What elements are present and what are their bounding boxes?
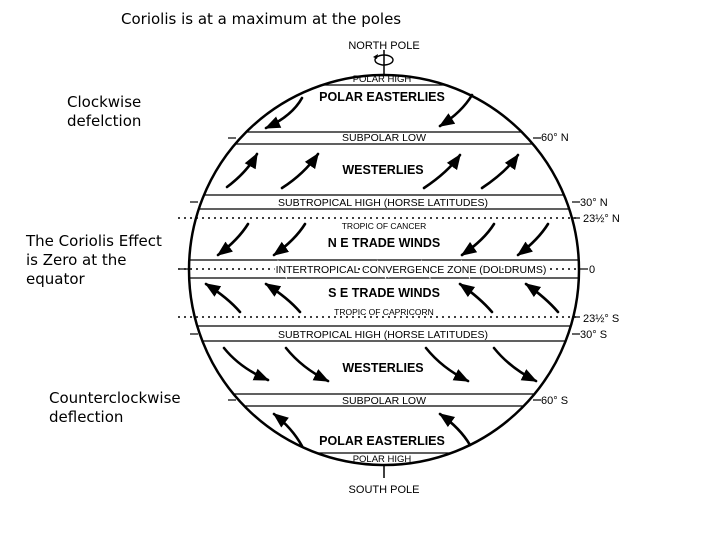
latitude-label-equator: 0 bbox=[589, 264, 595, 276]
clockwise-note: Clockwise defelction bbox=[67, 93, 141, 131]
wind-arrow bbox=[216, 222, 250, 257]
wind-arrow bbox=[225, 152, 259, 189]
equator-note-line: equator bbox=[26, 270, 85, 288]
latitude-label-23n: 23½° N bbox=[583, 213, 620, 225]
subtropical-high-south-label: SUBTROPICAL HIGH (HORSE LATITUDES) bbox=[278, 329, 488, 341]
westerlies-north-label: WESTERLIES bbox=[342, 163, 423, 177]
wind-arrow bbox=[492, 346, 538, 383]
latitude-label-30n: 30° N bbox=[580, 197, 608, 209]
equator-note: The Coriolis Effect is Zero at the equat… bbox=[26, 232, 162, 289]
subpolar-low-south-label: SUBPOLAR LOW bbox=[342, 395, 426, 407]
equator-note-line: The Coriolis Effect bbox=[26, 232, 162, 250]
tropic-of-cancer-label: TROPIC OF CANCER bbox=[342, 221, 427, 231]
latitude-label-60n: 60° N bbox=[541, 132, 569, 144]
polar-easterlies-south-label: POLAR EASTERLIES bbox=[319, 434, 445, 448]
polar-easterlies-north-label: POLAR EASTERLIES bbox=[319, 90, 445, 104]
wind-arrow bbox=[280, 152, 320, 190]
wind-arrow bbox=[264, 96, 304, 130]
polar-high-north-label: POLAR HIGH bbox=[353, 74, 412, 85]
band-lines bbox=[189, 84, 579, 454]
zone-labels: NORTH POLE POLAR HIGH POLAR EASTERLIES S… bbox=[274, 40, 549, 496]
subtropical-high-north-label: SUBTROPICAL HIGH (HORSE LATITUDES) bbox=[278, 197, 488, 209]
ne-trade-winds-label: N E TRADE WINDS bbox=[328, 236, 441, 250]
counterclockwise-note: Counterclockwise deflection bbox=[49, 389, 181, 427]
wind-arrow bbox=[516, 222, 550, 257]
clockwise-note-line: Clockwise bbox=[67, 93, 142, 111]
counterclockwise-note-line: Counterclockwise bbox=[49, 389, 181, 407]
latitude-ticks bbox=[180, 137, 588, 401]
wind-arrow bbox=[424, 346, 470, 383]
north-pole-label: NORTH POLE bbox=[348, 40, 419, 52]
wind-arrow bbox=[422, 153, 462, 190]
latitude-label-23s: 23½° S bbox=[583, 313, 619, 325]
latitude-labels: 60° N 30° N 23½° N 0 23½° S 30° S 60° S bbox=[541, 132, 620, 407]
westerlies-south-label: WESTERLIES bbox=[342, 361, 423, 375]
wind-arrow bbox=[284, 346, 330, 383]
wind-arrow bbox=[272, 412, 304, 448]
counterclockwise-note-line: deflection bbox=[49, 408, 124, 426]
wind-arrow bbox=[264, 282, 302, 314]
wind-arrow bbox=[222, 346, 270, 382]
subpolar-low-north-label: SUBPOLAR LOW bbox=[342, 132, 426, 144]
top-note: Coriolis is at a maximum at the poles bbox=[121, 10, 402, 28]
latitude-label-60s: 60° S bbox=[541, 395, 568, 407]
wind-arrow bbox=[480, 153, 520, 190]
wind-arrow bbox=[438, 93, 474, 128]
wind-arrow bbox=[460, 222, 496, 257]
latitude-label-30s: 30° S bbox=[580, 329, 607, 341]
tropic-lines bbox=[178, 217, 580, 318]
rotation-icon bbox=[374, 54, 394, 66]
tropic-of-capricorn-label: TROPIC OF CAPRICORN bbox=[334, 307, 434, 317]
itcz-label: INTERTROPICAL CONVERGENCE ZONE (DOLDRUMS… bbox=[276, 264, 547, 276]
wind-arrows bbox=[204, 93, 560, 448]
rotation-arrow-icon bbox=[373, 54, 378, 59]
clockwise-note-line: defelction bbox=[67, 112, 142, 130]
wind-arrow bbox=[204, 282, 242, 314]
wind-arrow bbox=[438, 412, 472, 447]
polar-high-south-label: POLAR HIGH bbox=[353, 454, 412, 465]
equator-note-line: is Zero at the bbox=[26, 251, 127, 269]
wind-arrow bbox=[524, 282, 560, 314]
se-trade-winds-label: S E TRADE WINDS bbox=[328, 286, 440, 300]
wind-arrow bbox=[272, 222, 307, 257]
wind-arrow bbox=[458, 282, 494, 314]
south-pole-label: SOUTH POLE bbox=[349, 484, 420, 496]
